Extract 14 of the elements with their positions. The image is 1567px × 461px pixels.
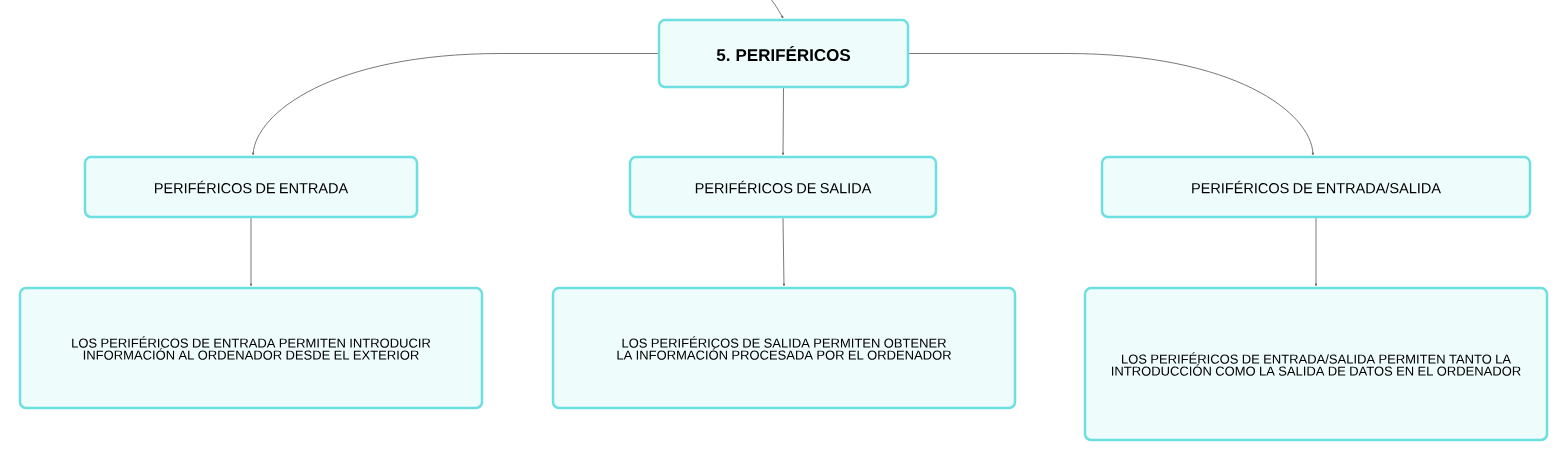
arrow — [249, 217, 253, 287]
subtopic-box: PERIFÉRICOS DE ENTRADA — [83, 155, 419, 219]
arrow — [908, 53, 1314, 156]
topic-box: 5. PERIFÉRICOS — [657, 18, 910, 89]
arrow — [781, 87, 785, 156]
subtopic-box: PERIFÉRICOS DE ENTRADA/SALIDA — [1100, 155, 1532, 219]
description-box: LOS PERIFÉRICOS DE ENTRADA PERMITEN INTRODUCIR INFORMACIÓN AL ORDENADOR DESDE EL EXTERIOR — [18, 286, 484, 410]
arrow — [1314, 217, 1318, 287]
description-box: LOS PERIFÉRICOS DE SALIDA PERMITEN OBTENER LA INFORMACIÓN PROCESADA POR EL ORDENADOR — [551, 286, 1017, 410]
arrow — [769, 0, 784, 19]
arrow — [782, 217, 786, 287]
arrow — [252, 53, 659, 156]
subtopic-box: PERIFÉRICOS DE SALIDA — [628, 155, 938, 219]
description-box: LOS PERIFÉRICOS DE ENTRADA/SALIDA PERMITEN TANTO LA INTRODUCCIÓN COMO LA SALIDA DE DATOS EN EL ORDENADOR — [1083, 286, 1549, 442]
